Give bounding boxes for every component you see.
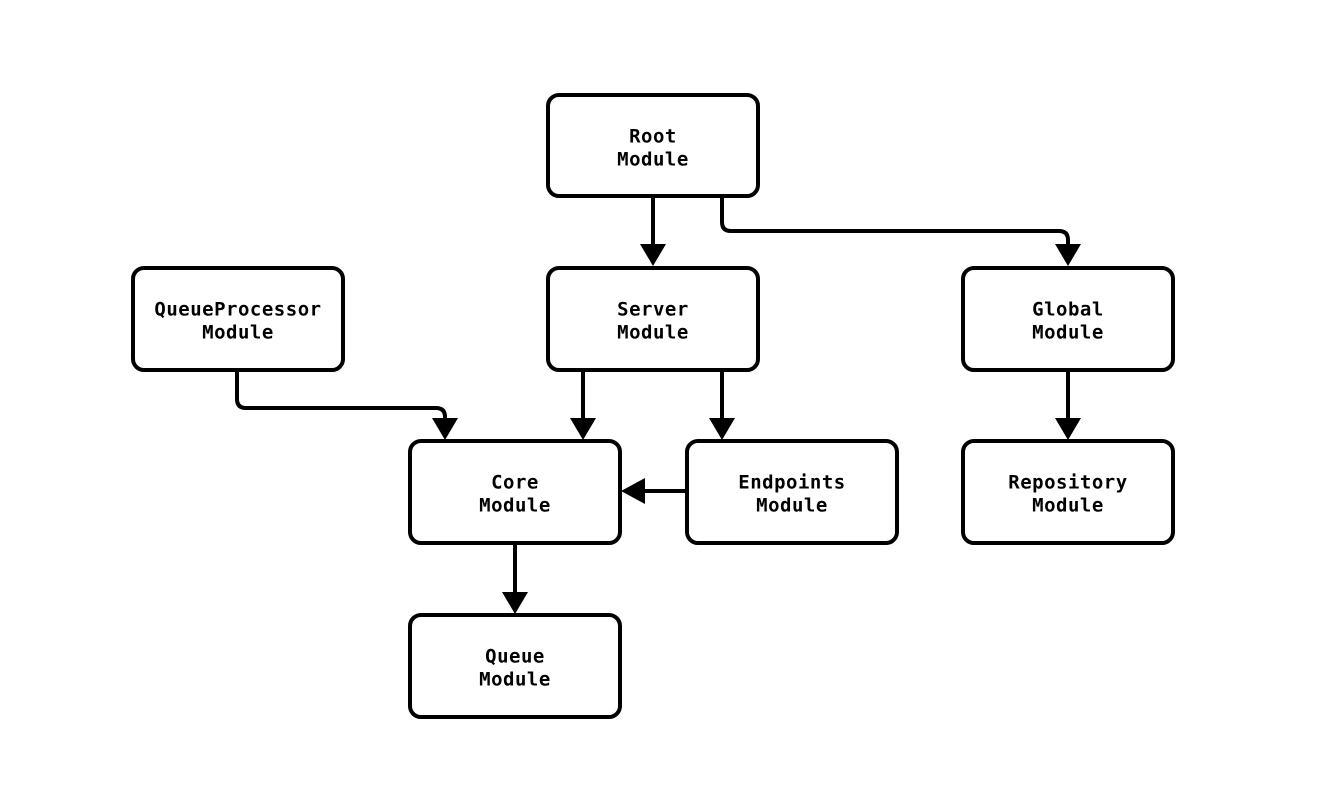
edge-global-to-repository-arrowhead (1055, 418, 1081, 440)
node-repository[interactable]: Repository Module (961, 439, 1175, 545)
node-queue-label-line1: Queue (485, 646, 545, 668)
node-queue-box[interactable] (408, 613, 622, 719)
node-root-label-line1: Root (629, 126, 677, 148)
node-global-box[interactable] (961, 266, 1175, 372)
node-endpoints-box[interactable] (685, 439, 899, 545)
node-core-label-line2: Module (479, 495, 551, 517)
edge-server-to-core-arrowhead (570, 418, 596, 440)
node-root-box[interactable] (546, 93, 760, 198)
edge-queueprocessor-to-core-arrowhead (432, 418, 458, 440)
edge-core-to-queue (502, 543, 528, 614)
node-queue[interactable]: Queue Module (408, 613, 622, 719)
edge-root-to-server (640, 196, 666, 266)
node-global[interactable]: Global Module (961, 266, 1175, 372)
node-queueprocessor-box[interactable] (131, 266, 345, 372)
edge-layer (235, 196, 1081, 614)
node-queueprocessor-label-line1: QueueProcessor (154, 299, 321, 321)
node-server[interactable]: Server Module (546, 266, 760, 372)
edge-server-to-core (570, 370, 596, 440)
node-repository-label-line1: Repository (1008, 472, 1127, 494)
node-server-label-line1: Server (617, 299, 689, 321)
node-core[interactable]: Core Module (408, 439, 622, 545)
edge-server-to-endpoints-arrowhead (709, 418, 735, 440)
node-repository-label-line2: Module (1032, 495, 1104, 517)
node-endpoints[interactable]: Endpoints Module (685, 439, 899, 545)
edge-root-to-server-arrowhead (640, 244, 666, 266)
node-core-label-line1: Core (491, 472, 539, 494)
node-endpoints-label-line2: Module (756, 495, 828, 517)
edge-core-to-queue-arrowhead (502, 592, 528, 614)
edge-root-to-global-line (720, 196, 1070, 246)
edge-global-to-repository (1055, 370, 1081, 440)
edge-queueprocessor-to-core (235, 370, 458, 440)
node-global-label-line2: Module (1032, 322, 1104, 344)
edge-root-to-global-arrowhead (1055, 244, 1081, 266)
node-queueprocessor[interactable]: QueueProcessor Module (131, 266, 345, 372)
node-server-box[interactable] (546, 266, 760, 372)
node-endpoints-label-line1: Endpoints (738, 472, 845, 494)
edge-server-to-endpoints (709, 370, 735, 440)
node-core-box[interactable] (408, 439, 622, 545)
node-layer: Root Module QueueProcessor Module Server… (131, 93, 1175, 719)
edge-endpoints-to-core-arrowhead (621, 478, 645, 504)
node-root[interactable]: Root Module (546, 93, 760, 198)
node-global-label-line1: Global (1032, 299, 1104, 321)
node-root-label-line2: Module (617, 149, 689, 171)
node-queue-label-line2: Module (479, 669, 551, 691)
edge-queueprocessor-to-core-line (235, 370, 447, 420)
node-server-label-line2: Module (617, 322, 689, 344)
edge-root-to-global (720, 196, 1081, 266)
edge-endpoints-to-core (621, 478, 687, 504)
node-repository-box[interactable] (961, 439, 1175, 545)
node-queueprocessor-label-line2: Module (202, 322, 274, 344)
